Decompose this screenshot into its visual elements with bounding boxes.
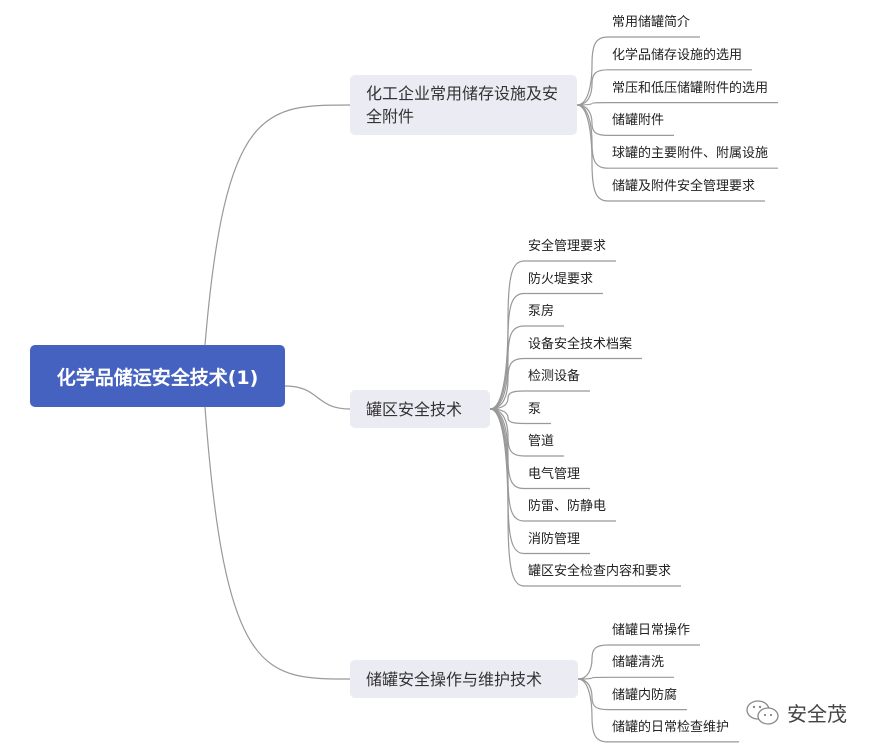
- branch-leaf-link: [489, 408, 681, 587]
- branch-leaf-link: [576, 36, 700, 106]
- root-label: 化学品储运安全技术(1): [56, 366, 259, 389]
- branch-leaf-link: [489, 357, 642, 410]
- branch-leaf-link: [576, 102, 778, 106]
- watermark-label: 安全茂: [787, 702, 847, 726]
- branch-node-storage-facilities[interactable]: 化工企业常用储存设施及安全附件: [350, 75, 577, 135]
- branch-label: 罐区安全技术: [366, 399, 463, 419]
- branch-label: 化工企业常用储存设施及安全附件: [366, 84, 559, 126]
- leaf-node[interactable]: 泵: [528, 401, 542, 417]
- branch-leaf-link: [489, 408, 551, 425]
- branch-leaf-link: [576, 104, 674, 136]
- root-branch-link: [204, 104, 351, 346]
- branch-node-tank-area[interactable]: 罐区安全技术: [350, 390, 490, 428]
- leaf-node[interactable]: 泵房: [528, 304, 555, 319]
- root-branch-link: [284, 385, 351, 410]
- branch-leaf-link: [489, 390, 590, 410]
- branch-leaf-link: [577, 678, 687, 711]
- branch-leaf-link: [576, 69, 752, 106]
- leaf-node[interactable]: 储罐日常操作: [612, 623, 691, 638]
- branch-leaf-link: [489, 292, 603, 410]
- branch-leaf-link: [576, 104, 765, 202]
- root-node[interactable]: 化学品储运安全技术(1): [30, 345, 285, 407]
- root-branch-link: [204, 406, 351, 680]
- leaf-node[interactable]: 储罐附件: [612, 113, 665, 129]
- branch-leaf-link: [577, 678, 739, 743]
- leaf-node[interactable]: 检测设备: [528, 369, 581, 384]
- branch-node-tank-operation[interactable]: 储罐安全操作与维护技术: [350, 660, 578, 698]
- branch-leaf-link: [577, 676, 674, 680]
- leaf-node[interactable]: 防火堤要求: [528, 271, 594, 287]
- leaf-node[interactable]: 电气管理: [528, 466, 581, 482]
- leaf-node[interactable]: 储罐及附件安全管理要求: [612, 179, 756, 194]
- leaf-node[interactable]: 罐区安全检查内容和要求: [528, 564, 672, 579]
- branch-leaf-link: [576, 104, 778, 169]
- leaf-node[interactable]: 安全管理要求: [528, 239, 607, 254]
- leaf-node[interactable]: 储罐内防腐: [612, 687, 678, 703]
- leaf-node[interactable]: 管道: [528, 434, 555, 449]
- leaf-node[interactable]: 常压和低压储罐附件的选用: [612, 80, 769, 96]
- branch-leaf-link: [489, 408, 564, 457]
- watermark: 安全茂: [745, 698, 847, 727]
- branch-leaf-link: [489, 260, 616, 410]
- leaf-node[interactable]: 化学品储存设施的选用: [612, 47, 743, 63]
- wechat-icon: [746, 699, 779, 725]
- branch-label: 储罐安全操作与维护技术: [366, 669, 543, 689]
- leaf-node[interactable]: 设备安全技术档案: [528, 336, 633, 352]
- branch-leaf-link: [577, 644, 700, 680]
- leaf-node[interactable]: 常用储罐简介: [612, 15, 691, 30]
- leaf-node[interactable]: 防雷、防静电: [528, 499, 607, 514]
- leaf-node[interactable]: 储罐清洗: [612, 655, 665, 671]
- leaf-node[interactable]: 球罐的主要附件、附属设施: [612, 146, 769, 162]
- leaf-node[interactable]: 储罐的日常检查维护: [612, 719, 730, 735]
- leaf-node[interactable]: 消防管理: [528, 531, 581, 547]
- branch-leaf-link: [489, 325, 564, 410]
